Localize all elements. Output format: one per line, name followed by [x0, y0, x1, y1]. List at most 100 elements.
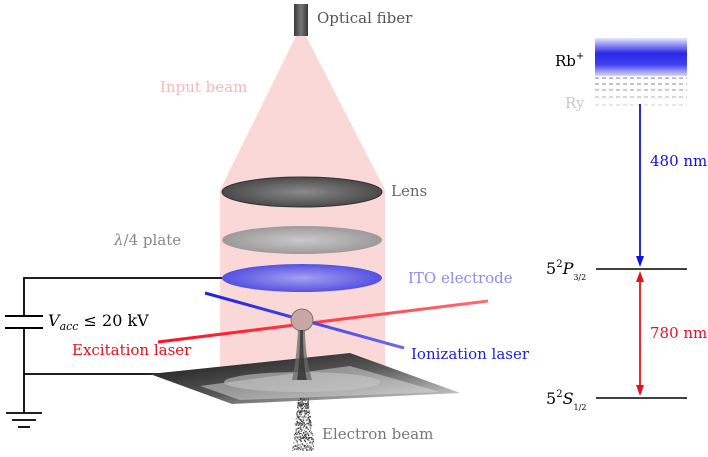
electron-particle — [302, 401, 304, 403]
electron-particle — [310, 433, 313, 435]
electron-particle — [297, 448, 299, 450]
electron-particle — [307, 402, 309, 404]
input-beam-label: Input beam — [160, 78, 247, 96]
electron-particle — [297, 415, 299, 417]
electron-particle — [308, 418, 310, 420]
transition-480-label: 480 nm — [650, 152, 707, 170]
electron-particle — [302, 398, 304, 400]
electron-particle — [309, 424, 311, 426]
electron-particle — [305, 408, 307, 410]
electron-particle — [297, 406, 299, 408]
electron-particle — [306, 419, 308, 421]
electron-particle — [303, 436, 305, 438]
electron-particle — [309, 442, 311, 444]
lens — [222, 177, 382, 207]
electron-particle — [305, 435, 307, 437]
electron-particle — [296, 445, 298, 447]
electron-particle — [305, 419, 307, 421]
electron-particle — [298, 433, 300, 435]
transition-780-arrowhead-up — [636, 271, 644, 282]
electron-particle — [307, 411, 309, 413]
optical-fiber — [294, 4, 308, 36]
electron-particle — [299, 403, 301, 405]
electron-particle — [293, 437, 295, 439]
electron-particle — [297, 407, 299, 409]
electron-particle — [307, 436, 309, 438]
electron-particle — [304, 414, 306, 416]
electron-particle — [310, 437, 313, 439]
electron-particle — [303, 425, 306, 427]
electron-particle — [311, 438, 313, 440]
electron-particle — [306, 403, 308, 405]
excitation-laser-beam — [157, 299, 489, 344]
electron-particle — [296, 411, 298, 413]
electron-particle — [298, 404, 300, 406]
electron-particle — [303, 416, 305, 418]
electron-particle — [296, 423, 298, 425]
electron-particle — [294, 434, 296, 436]
electron-particle — [298, 436, 300, 438]
electron-particle — [293, 448, 295, 450]
electron-particle — [301, 410, 304, 412]
electron-particle — [307, 417, 309, 420]
rydberg-label: Ry — [565, 94, 585, 112]
electron-particle — [299, 410, 301, 412]
electron-particle — [300, 399, 302, 401]
electron-particle — [296, 412, 298, 414]
electron-particle — [306, 438, 308, 440]
electron-particle — [305, 447, 307, 449]
electron-particle — [304, 441, 307, 443]
electron-particle — [300, 406, 302, 408]
electron-particle — [312, 445, 314, 447]
electron-particle — [300, 401, 302, 403]
electron-particle — [297, 449, 299, 451]
electron-particle — [298, 418, 300, 420]
electron-particle — [299, 414, 301, 416]
electron-particle — [306, 436, 308, 439]
electron-particle — [310, 427, 312, 429]
electron-particle — [298, 412, 300, 414]
electron-particle — [295, 432, 297, 434]
electron-particle — [305, 448, 307, 450]
electron-particle — [306, 446, 308, 448]
electron-particle — [294, 444, 296, 446]
electron-particle — [308, 399, 310, 401]
electron-particle — [300, 448, 302, 451]
electron-particle — [303, 439, 306, 441]
electron-particle — [302, 407, 305, 409]
electron-particle — [295, 448, 297, 450]
electron-particle — [300, 432, 302, 435]
electron-particle — [302, 422, 304, 424]
electron-particle — [302, 423, 304, 425]
electron-particle — [312, 444, 314, 446]
ionization-laser-label: Ionization laser — [411, 345, 530, 363]
bottom-aperture — [224, 372, 380, 392]
voltage-label: Vacc ≤ 20 kV — [48, 311, 149, 333]
electron-particle — [308, 430, 311, 432]
electron-particle — [292, 447, 294, 449]
electron-particle — [306, 427, 308, 429]
electron-particle — [304, 431, 307, 433]
electron-particle — [311, 448, 313, 450]
electron-particle — [301, 402, 303, 404]
electron-particle — [312, 434, 314, 436]
electron-particle — [295, 437, 297, 439]
electron-particle — [305, 406, 307, 408]
electron-particle — [305, 403, 307, 405]
electron-particle — [299, 402, 301, 404]
electron-particle — [296, 433, 298, 436]
electron-particle — [309, 432, 311, 434]
electron-particle — [307, 405, 309, 407]
electron-particle — [301, 442, 303, 445]
electron-particle — [308, 409, 310, 411]
electron-particle — [304, 411, 306, 413]
electron-particle — [304, 413, 306, 415]
electron-particle — [301, 412, 303, 414]
electron-particle — [306, 426, 308, 428]
electron-particle — [295, 428, 297, 430]
electron-particle — [302, 437, 304, 439]
electron-particle — [296, 424, 298, 426]
electron-particle — [308, 420, 310, 422]
electron-particle — [299, 410, 301, 413]
